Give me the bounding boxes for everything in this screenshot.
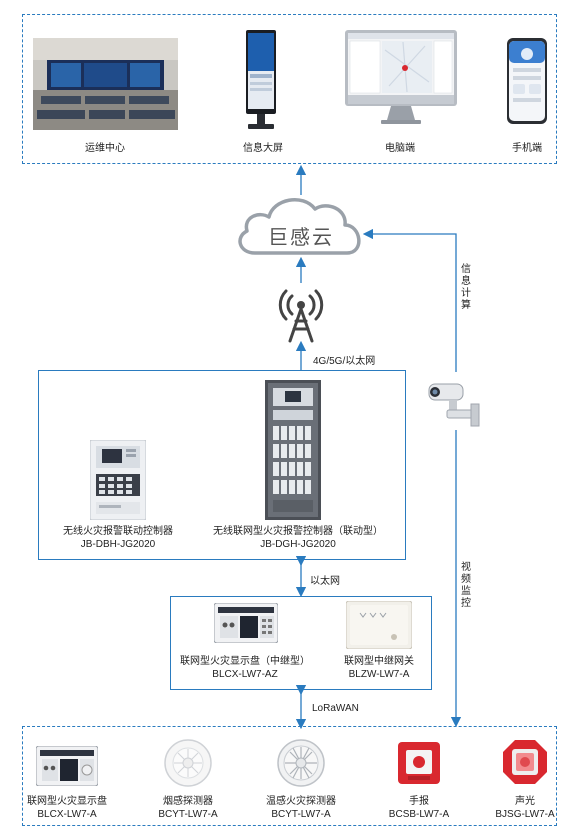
lorawan-edge-label: LoRaWAN bbox=[312, 703, 359, 714]
desktop-monitor-image bbox=[345, 30, 457, 126]
cloud-label: 巨感云 bbox=[268, 227, 334, 249]
heat-detector-model: BCYT-LW7-A bbox=[271, 809, 331, 820]
alarm-controller-model: JB-DGH-JG2020 bbox=[260, 539, 336, 550]
info-screen-label: 信息大屏 bbox=[243, 143, 283, 154]
linkage-controller-name: 无线火灾报警联动控制器 bbox=[63, 526, 173, 537]
relay-display-panel-model: BLCX-LW7-AZ bbox=[212, 669, 278, 680]
mobile-label: 手机端 bbox=[512, 143, 542, 154]
sound-light-alarm-model: BJSG-LW7-A bbox=[495, 809, 555, 820]
sound-light-alarm-image bbox=[503, 740, 547, 784]
ops-center-image bbox=[33, 38, 178, 130]
info-screen-image bbox=[238, 30, 284, 130]
info-calc-edge-label: 信息计算 bbox=[461, 264, 471, 311]
relay-display-panel-name: 联网型火灾显示盘（中继型） bbox=[180, 656, 310, 667]
relay-gateway-image bbox=[345, 600, 413, 650]
field-devices-group bbox=[22, 726, 557, 826]
desktop-label: 电脑端 bbox=[385, 143, 415, 154]
manual-call-point-image bbox=[398, 742, 440, 784]
cloud-icon bbox=[231, 193, 371, 261]
relays-box bbox=[170, 596, 432, 690]
manual-call-point-name: 手报 bbox=[409, 796, 429, 807]
surveillance-camera-icon bbox=[427, 374, 483, 430]
sound-light-alarm-name: 声光 bbox=[515, 796, 535, 807]
manual-call-point-model: BCSB-LW7-A bbox=[388, 809, 450, 820]
device-display-panel-image bbox=[35, 745, 99, 787]
heat-detector-name: 温感火灾探测器 bbox=[266, 796, 336, 807]
relay-display-panel-image bbox=[213, 602, 279, 644]
ethernet-edge-label: 以太网 bbox=[310, 576, 340, 587]
top-client-group bbox=[22, 14, 557, 164]
device-display-panel-name: 联网型火灾显示盘 bbox=[27, 796, 107, 807]
linkage-controller-image bbox=[89, 439, 147, 521]
antenna-tower-icon bbox=[272, 285, 330, 343]
device-display-panel-model: BLCX-LW7-A bbox=[37, 809, 97, 820]
smoke-detector-model: BCYT-LW7-A bbox=[158, 809, 218, 820]
relay-gateway-model: BLZW-LW7-A bbox=[348, 669, 410, 680]
alarm-controller-name: 无线联网型火灾报警控制器（联动型） bbox=[213, 526, 383, 537]
ops-center-label: 运维中心 bbox=[85, 143, 125, 154]
mobile-phone-image bbox=[507, 38, 547, 124]
controllers-box bbox=[38, 370, 406, 560]
arrow-camera-to-cloud bbox=[362, 228, 457, 372]
relay-gateway-name: 联网型中继网关 bbox=[344, 656, 414, 667]
video-edge-label: 视频监控 bbox=[461, 562, 471, 609]
heat-detector-image bbox=[276, 738, 326, 788]
network-edge-label: 4G/5G/以太网 bbox=[313, 356, 376, 367]
linkage-controller-model: JB-DBH-JG2020 bbox=[80, 539, 156, 550]
alarm-controller-cabinet-image bbox=[265, 380, 321, 520]
smoke-detector-name: 烟感探测器 bbox=[163, 796, 213, 807]
smoke-detector-image bbox=[163, 738, 213, 788]
